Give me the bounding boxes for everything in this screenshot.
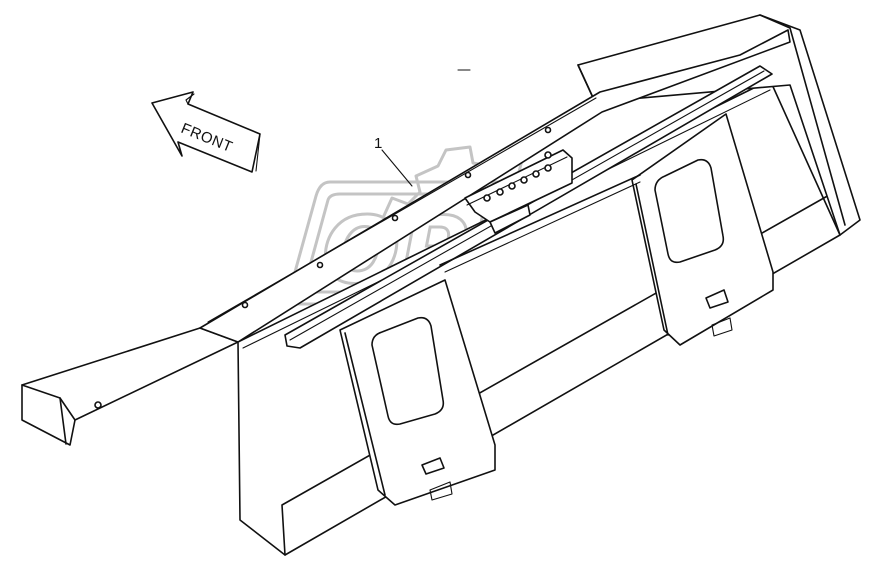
callout-number: 1 — [374, 135, 382, 152]
right-plate-tab — [705, 289, 729, 309]
bracket-hole — [532, 170, 540, 178]
left-end-plate — [21, 327, 239, 446]
rail-holes — [241, 126, 552, 309]
bracket-hole — [520, 176, 528, 184]
latch-bracket — [464, 149, 573, 234]
bracket-hole — [508, 182, 516, 190]
front-arrow-outline — [151, 91, 261, 173]
front-direction-arrow: FRONT — [151, 91, 261, 173]
center-cross-brace — [439, 174, 641, 266]
top-back-band — [199, 29, 791, 343]
bracket-hole — [544, 164, 552, 172]
left-plate-window — [371, 316, 445, 426]
bracket-hole — [483, 194, 491, 202]
bracket-hole — [544, 151, 552, 159]
right-plate-window — [654, 158, 725, 264]
callout-1: 1 — [374, 135, 413, 187]
bracket-hole — [496, 188, 504, 196]
callout-leader-line — [381, 149, 413, 187]
left-plate-hole — [94, 401, 102, 409]
left-plate-tab — [421, 457, 445, 475]
bucket-assembly — [21, 14, 861, 556]
